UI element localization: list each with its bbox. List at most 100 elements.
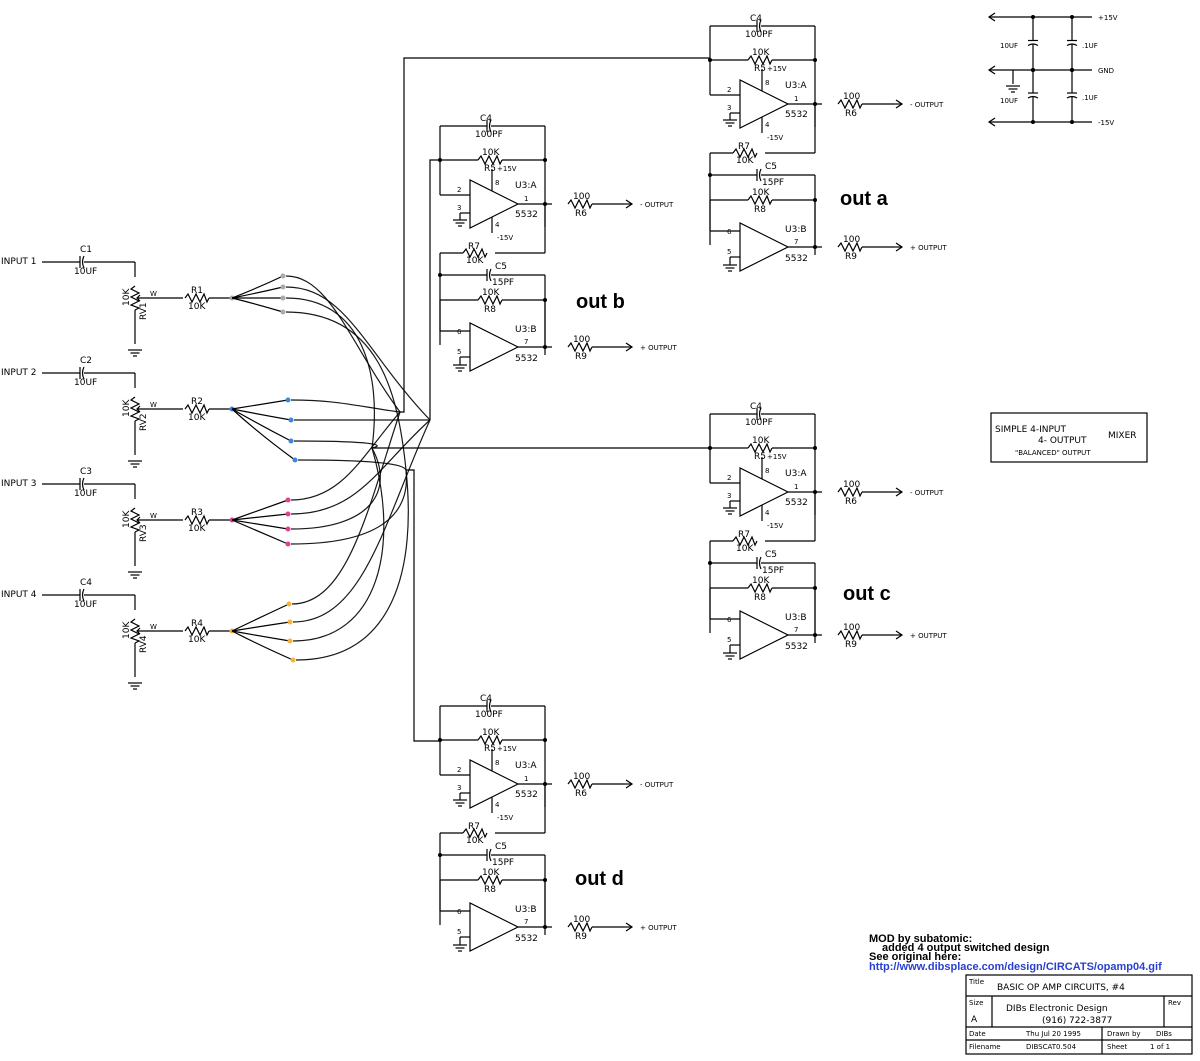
pin-label: 8 bbox=[495, 179, 499, 187]
company-phone: (916) 722-3877 bbox=[1042, 1016, 1112, 1026]
minus15-rail-label: -15V bbox=[1098, 119, 1114, 127]
r9-value: 100 bbox=[573, 915, 590, 925]
r7-value: 10K bbox=[466, 256, 484, 266]
mod-line-3: See original here: bbox=[869, 951, 961, 963]
bus-curve bbox=[295, 469, 409, 661]
mixer-line-3: MIXER bbox=[1108, 431, 1137, 441]
c5-ref: C5 bbox=[765, 550, 777, 560]
mixer-line-1: SIMPLE 4-INPUT bbox=[995, 425, 1066, 435]
pin-label: 3 bbox=[457, 204, 461, 212]
c5-value: 15PF bbox=[492, 858, 514, 868]
switch-lead bbox=[231, 408, 292, 421]
capacitor-curve bbox=[81, 477, 85, 491]
capacitor-ref: C3 bbox=[80, 467, 92, 477]
output-arrow bbox=[623, 922, 633, 932]
junction-dot bbox=[708, 58, 712, 62]
switch-lead bbox=[231, 408, 292, 442]
sheet-label: Sheet bbox=[1107, 1043, 1127, 1051]
drawn-label: Drawn by bbox=[1107, 1030, 1141, 1038]
junction-dot bbox=[813, 58, 817, 62]
wiper-label: W bbox=[150, 401, 157, 409]
capacitor-value: 10UF bbox=[74, 267, 97, 277]
r8-ref: R8 bbox=[484, 885, 496, 895]
r7-ref: R7 bbox=[738, 142, 750, 152]
drawn-value: DIBs bbox=[1156, 1030, 1172, 1038]
output-arrow bbox=[623, 199, 633, 209]
ground-symbol bbox=[722, 652, 738, 660]
pot-wiper-arrow bbox=[136, 405, 144, 413]
input-label: INPUT 3 bbox=[1, 479, 37, 489]
ground-symbol bbox=[452, 364, 468, 372]
resistor-value: 10K bbox=[188, 302, 206, 312]
switch-contact bbox=[287, 619, 293, 625]
switch-contact bbox=[285, 526, 291, 532]
c5-curve bbox=[758, 168, 762, 182]
ground-symbol bbox=[452, 944, 468, 952]
resistor-value: 10K bbox=[188, 635, 206, 645]
pot-value: 10K bbox=[122, 621, 132, 639]
size-value: A bbox=[971, 1015, 978, 1025]
part-ref: 5532 bbox=[785, 110, 808, 120]
r8-ref: R8 bbox=[754, 593, 766, 603]
c4-ref: C4 bbox=[480, 694, 492, 704]
junction-dot bbox=[438, 273, 442, 277]
cap-01uf-label: .1UF bbox=[1082, 42, 1098, 50]
opamp-a-triangle bbox=[739, 79, 790, 129]
minus15-label: -15V bbox=[497, 234, 513, 242]
original-link[interactable]: http://www.dibsplace.com/design/CIRCATS/… bbox=[869, 961, 1162, 973]
pin-label: 8 bbox=[495, 759, 499, 767]
minus-output-label: - OUTPUT bbox=[910, 489, 944, 497]
resistor-ref: R4 bbox=[191, 619, 203, 629]
pin-label: 4 bbox=[495, 221, 500, 229]
mixer-line-2: 4- OUTPUT bbox=[1038, 436, 1087, 446]
r7-value: 10K bbox=[466, 836, 484, 846]
pin-label: 2 bbox=[457, 766, 461, 774]
ground-symbol bbox=[722, 264, 738, 272]
output-label-b: out b bbox=[576, 291, 625, 313]
feeder-out-d bbox=[406, 469, 440, 742]
r9-value: 100 bbox=[843, 235, 860, 245]
u3a-ref: U3:A bbox=[515, 761, 537, 771]
mixer-title-box: SIMPLE 4-INPUT 4- OUTPUT MIXER "BALANCED… bbox=[990, 412, 1148, 463]
ground-symbol bbox=[1005, 85, 1021, 93]
date-label: Date bbox=[969, 1030, 986, 1038]
gnd-rail-label: GND bbox=[1098, 67, 1114, 75]
plus15-label: +15V bbox=[497, 165, 517, 173]
input-label: INPUT 2 bbox=[1, 368, 37, 378]
pot-wiper-arrow bbox=[136, 516, 144, 524]
mod-note: MOD by subatomic: added 4 output switche… bbox=[869, 933, 1162, 973]
switch-contact bbox=[280, 295, 286, 301]
capacitor-ref: C4 bbox=[80, 578, 92, 588]
u3a-ref: U3:A bbox=[785, 469, 807, 479]
resistor-ref: R3 bbox=[191, 508, 203, 518]
plus15-label: +15V bbox=[497, 745, 517, 753]
junction-dot bbox=[1031, 68, 1035, 72]
bus-curve bbox=[290, 419, 431, 515]
minus15-label: -15V bbox=[767, 134, 783, 142]
pin-label: 4 bbox=[495, 801, 500, 809]
output-arrow bbox=[893, 242, 903, 252]
pin-label: 7 bbox=[794, 238, 798, 246]
r6-value: 100 bbox=[843, 92, 860, 102]
c5-curve bbox=[758, 556, 762, 570]
pin-label: 4 bbox=[765, 509, 770, 517]
u3b-ref: U3:B bbox=[515, 325, 537, 335]
r9-value: 100 bbox=[573, 335, 590, 345]
plus-output-label: + OUTPUT bbox=[640, 344, 677, 352]
c4-value: 100PF bbox=[745, 418, 773, 428]
r5-value: 10K bbox=[482, 148, 500, 158]
pot-value: 10K bbox=[122, 399, 132, 417]
r9-ref: R9 bbox=[845, 640, 857, 650]
ground-symbol bbox=[127, 682, 143, 690]
c5-curve bbox=[488, 848, 492, 862]
pin-label: 5 bbox=[457, 928, 461, 936]
junction-dot bbox=[1070, 120, 1074, 124]
bus-curve bbox=[285, 311, 407, 471]
pot-ref: RV4 bbox=[139, 635, 149, 653]
pin-label: 2 bbox=[727, 474, 731, 482]
pin-label: 6 bbox=[457, 908, 462, 916]
